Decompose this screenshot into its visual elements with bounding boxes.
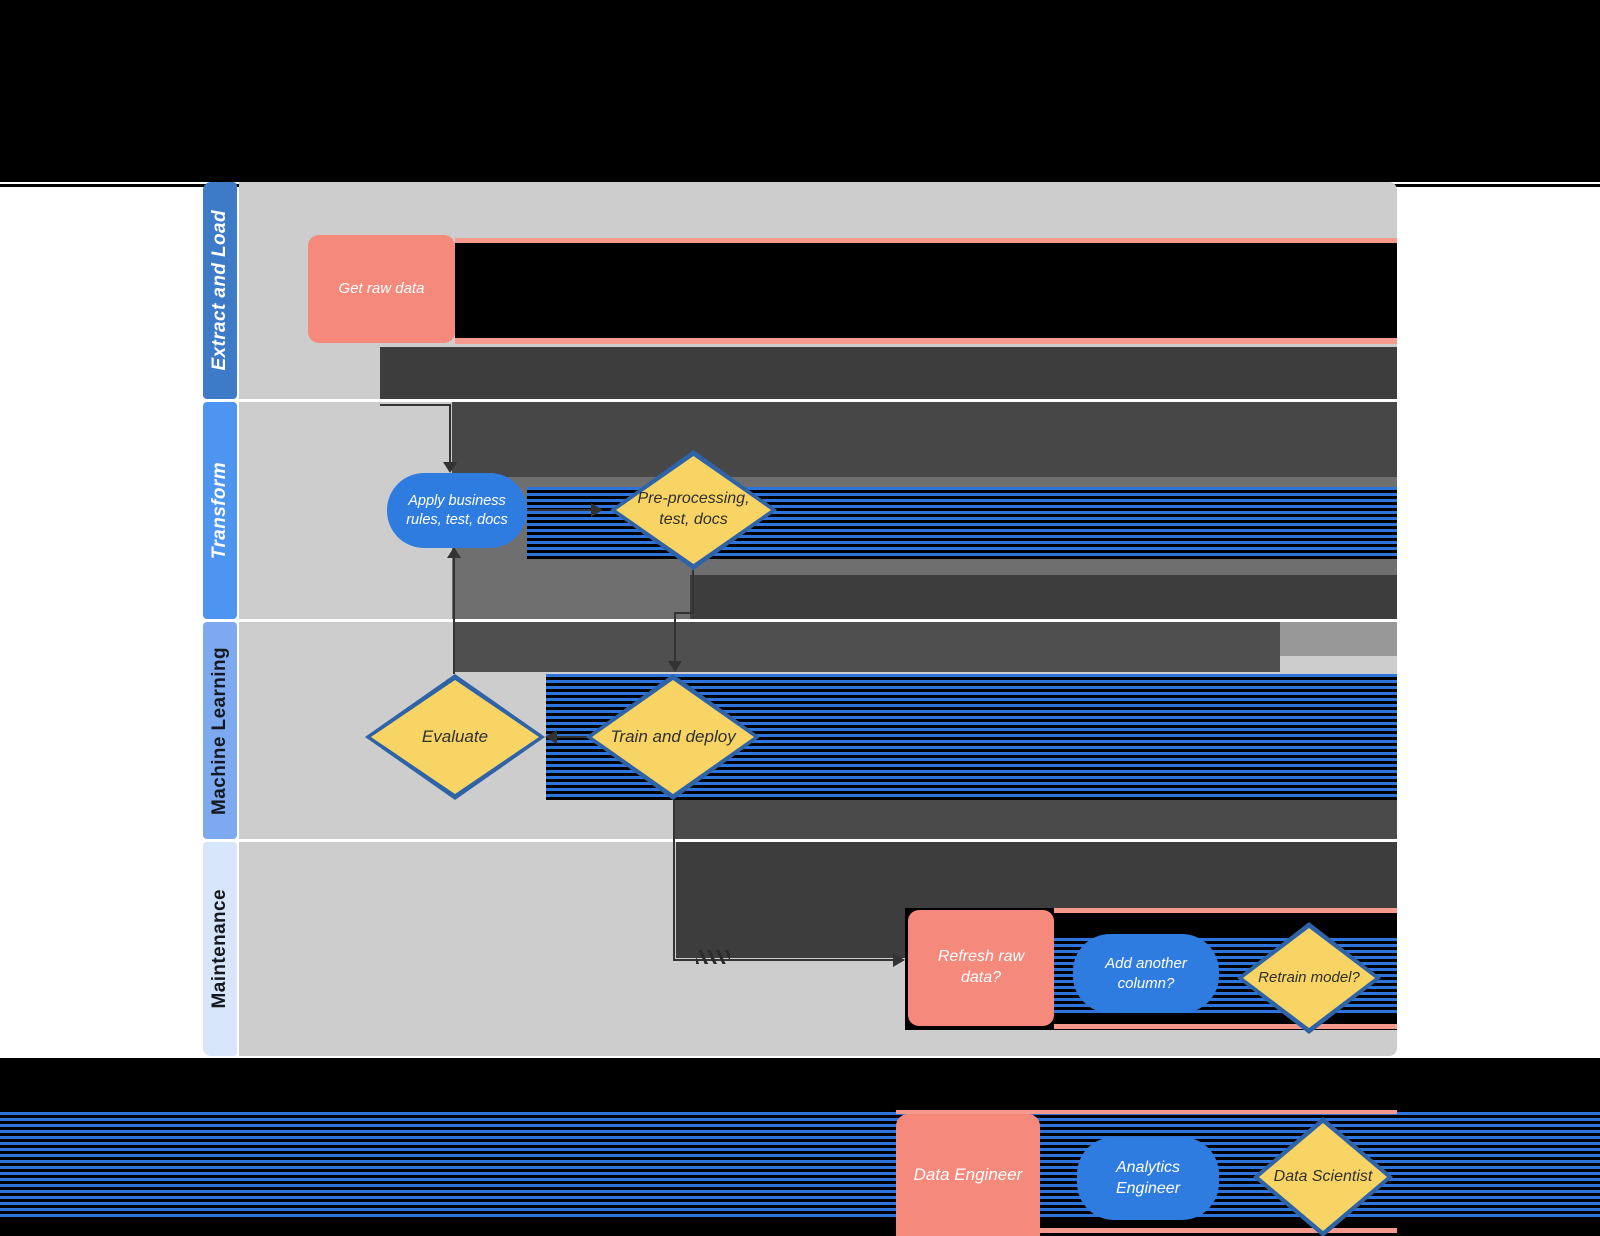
legend-analytics-engineer-label: Analytics Engineer (1115, 1158, 1181, 1197)
node-get-raw-data[interactable]: Get raw data (308, 235, 455, 343)
lane-strip-maintenance[interactable]: Maintenance (203, 842, 237, 1056)
lane-strip-transform[interactable]: Transform (203, 402, 237, 619)
node-train-and-deploy-label: Train and deploy (610, 726, 736, 746)
node-refresh-raw-data-label: Refresh raw data? (937, 948, 1025, 986)
artifact-grey-block-lane3-topright (1280, 622, 1397, 656)
node-get-raw-data-label: Get raw data (338, 280, 425, 298)
legend-data-engineer[interactable]: Data Engineer (896, 1114, 1040, 1236)
artifact-dark-block-lane3-bottom (673, 800, 1397, 839)
node-preprocessing-label: Pre-processing, test, docs (637, 490, 750, 528)
legend-data-engineer-label: Data Engineer (913, 1164, 1023, 1184)
connector-train-to-evaluate-h (557, 736, 587, 738)
artifact-dark-block-lane3-top (455, 622, 1280, 672)
connector-getdata-to-apply-v (449, 404, 451, 464)
arrowhead-into-evaluate (545, 730, 557, 744)
node-evaluate[interactable]: Evaluate (365, 674, 545, 800)
node-train-and-deploy[interactable]: Train and deploy (586, 674, 760, 800)
artifact-salmon-line-1 (455, 238, 1397, 243)
node-apply-business-rules[interactable]: Apply business rules, test, docs (387, 473, 527, 548)
lane-label-maintenance: Maintenance (209, 889, 230, 1009)
connector-preprocessing-to-train-v1 (692, 570, 694, 614)
lane-strip-machine-learning[interactable]: Machine Learning (203, 622, 237, 839)
node-preprocessing[interactable]: Pre-processing, test, docs (610, 450, 777, 570)
node-refresh-raw-data[interactable]: Refresh raw data? (908, 910, 1054, 1026)
arrowhead-into-refresh (893, 953, 905, 967)
artifact-salmon-line-3 (1054, 908, 1397, 913)
lane-label-extract-and-load: Extract and Load (209, 210, 230, 371)
lane-strip-extract-and-load[interactable]: Extract and Load (203, 182, 237, 399)
node-add-another-column-label: Add another column? (1105, 955, 1187, 992)
arrowhead-into-apply-top (443, 462, 457, 473)
top-black-band (0, 0, 1600, 182)
legend-data-scientist[interactable]: Data Scientist (1253, 1117, 1393, 1236)
connector-apply-to-preprocessing-h (527, 509, 593, 511)
lane-label-transform: Transform (209, 461, 230, 560)
lane-label-machine-learning: Machine Learning (209, 646, 230, 815)
artifact-black-block-lane1 (455, 243, 1397, 338)
connector-preprocessing-to-train-v2 (674, 612, 676, 662)
legend-analytics-engineer[interactable]: Analytics Engineer (1077, 1137, 1219, 1220)
arrowhead-into-preprocessing (591, 503, 603, 517)
connector-evaluate-to-apply-v (453, 556, 455, 674)
node-apply-business-rules-label: Apply business rules, test, docs (406, 492, 508, 528)
artifact-dark-block-lane4-top (676, 842, 1397, 908)
artifact-dark-block-lane4-left (676, 908, 905, 958)
connector-getdata-to-apply-h (380, 404, 450, 406)
arrowhead-into-train-top (668, 661, 682, 672)
node-retrain-model[interactable]: Retrain model? (1237, 922, 1381, 1034)
arrowhead-into-apply-bottom (447, 547, 461, 558)
artifact-dark-block-lane1 (380, 347, 1397, 399)
legend-data-scientist-label: Data Scientist (1273, 1167, 1373, 1185)
connector-train-to-refresh-h (673, 959, 895, 961)
artifact-dark-block-lane2-bottom (690, 575, 1397, 619)
connector-train-to-refresh-v (673, 800, 675, 960)
connector-preprocessing-to-train-h (674, 612, 694, 614)
node-evaluate-label: Evaluate (421, 726, 489, 746)
artifact-salmon-line-4 (1054, 1024, 1397, 1029)
node-add-another-column[interactable]: Add another column? (1073, 934, 1219, 1013)
artifact-salmon-line-2 (455, 338, 1397, 344)
bottom-salmon-line-top (896, 1110, 1397, 1114)
node-retrain-model-label: Retrain model? (1258, 969, 1360, 987)
bottom-salmon-line-bottom (896, 1228, 1397, 1233)
connector-artifact-dashes (696, 950, 730, 964)
artifact-dark-block-lane2-top (452, 402, 1397, 477)
